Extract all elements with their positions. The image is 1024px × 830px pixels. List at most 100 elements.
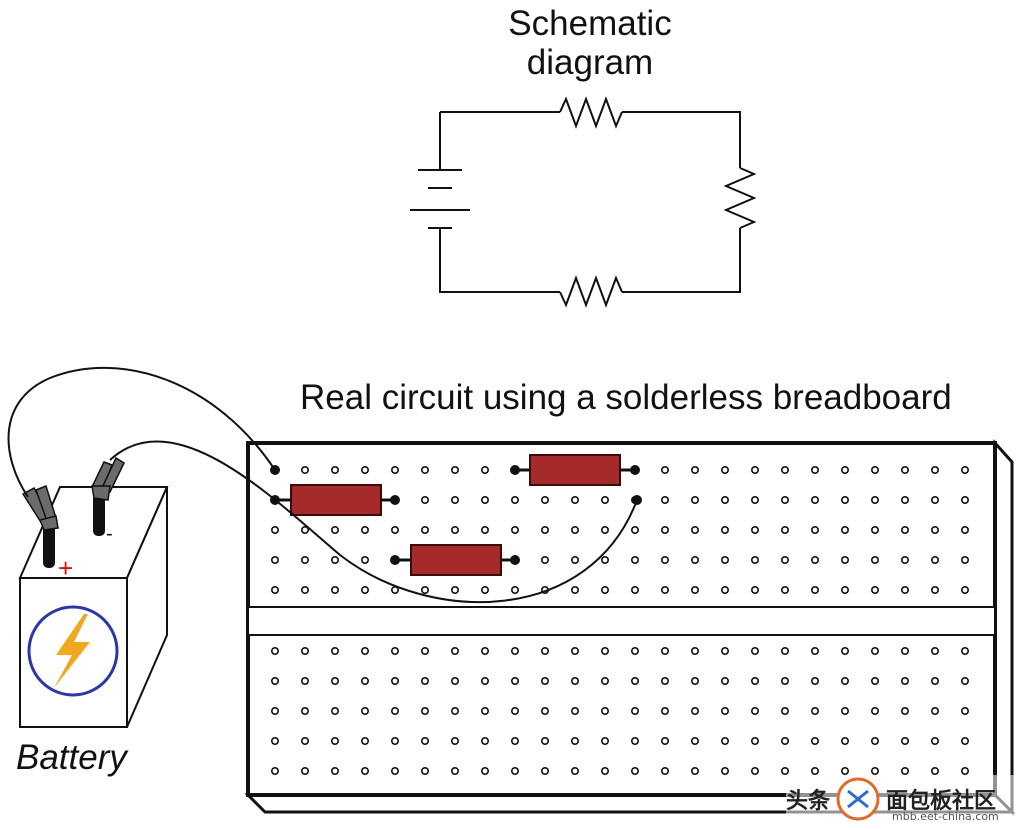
breadboard-hole <box>570 525 579 534</box>
wire-negative <box>109 440 638 604</box>
breadboard-hole <box>630 555 639 564</box>
breadboard-hole <box>750 465 759 474</box>
breadboard-hole <box>690 495 699 504</box>
breadboard-hole <box>300 676 309 685</box>
breadboard <box>244 439 1016 816</box>
breadboard-hole <box>900 706 909 715</box>
breadboard-hole <box>570 646 579 655</box>
breadboard-hole <box>870 495 879 504</box>
breadboard-hole <box>390 706 399 715</box>
breadboard-hole <box>360 706 369 715</box>
breadboard-hole <box>900 585 909 594</box>
breadboard-hole <box>930 766 939 775</box>
breadboard-hole <box>780 766 789 775</box>
breadboard-hole <box>930 555 939 564</box>
breadboard-hole <box>660 646 669 655</box>
watermark-text-left: 头条 <box>786 789 831 814</box>
breadboard-hole <box>750 766 759 775</box>
breadboard-hole <box>660 736 669 745</box>
breadboard-hole <box>870 555 879 564</box>
breadboard-hole <box>780 646 789 655</box>
breadboard-hole <box>570 766 579 775</box>
breadboard-hole <box>840 736 849 745</box>
breadboard-hole <box>960 736 969 745</box>
breadboard-hole <box>870 646 879 655</box>
breadboard-holes <box>270 465 969 775</box>
breadboard-hole <box>360 646 369 655</box>
breadboard-hole <box>960 465 969 474</box>
breadboard-hole <box>930 525 939 534</box>
breadboard-title: Real circuit using a solderless breadboa… <box>300 378 952 417</box>
breadboard-hole <box>600 525 609 534</box>
breadboard-hole <box>420 736 429 745</box>
breadboard-hole <box>960 646 969 655</box>
breadboard-hole <box>780 495 789 504</box>
breadboard-hole <box>870 465 879 474</box>
breadboard-hole <box>660 555 669 564</box>
watermark-text-right: 面包板社区 <box>886 789 997 814</box>
breadboard-hole <box>420 766 429 775</box>
breadboard-hole <box>900 646 909 655</box>
breadboard-hole <box>810 555 819 564</box>
schematic-resistor-top <box>559 96 623 129</box>
breadboard-hole <box>690 525 699 534</box>
watermark-logo-icon <box>836 777 880 821</box>
breadboard-hole <box>330 585 339 594</box>
breadboard-hole <box>870 736 879 745</box>
battery-label: Battery <box>16 738 127 777</box>
breadboard-hole <box>540 525 549 534</box>
breadboard-hole <box>330 465 339 474</box>
breadboard-hole <box>420 706 429 715</box>
breadboard-hole <box>270 585 279 594</box>
breadboard-hole <box>420 495 429 504</box>
breadboard-hole <box>450 585 459 594</box>
breadboard-hole <box>840 706 849 715</box>
battery: + - <box>18 456 169 728</box>
breadboard-hole <box>270 525 279 534</box>
breadboard-hole <box>390 646 399 655</box>
breadboard-hole <box>330 706 339 715</box>
breadboard-hole <box>450 706 459 715</box>
breadboard-hole <box>570 676 579 685</box>
breadboard-hole <box>600 766 609 775</box>
breadboard-hole <box>690 676 699 685</box>
resistor-lead-end <box>510 465 520 475</box>
breadboard-hole <box>360 736 369 745</box>
breadboard-hole <box>450 766 459 775</box>
breadboard-hole <box>420 525 429 534</box>
breadboard-hole <box>840 646 849 655</box>
breadboard-hole <box>720 676 729 685</box>
breadboard-hole <box>660 495 669 504</box>
breadboard-hole <box>510 585 519 594</box>
breadboard-hole <box>750 585 759 594</box>
breadboard-hole <box>750 525 759 534</box>
breadboard-hole <box>330 555 339 564</box>
breadboard-hole <box>960 555 969 564</box>
breadboard-hole <box>600 706 609 715</box>
breadboard-hole <box>510 495 519 504</box>
breadboard-hole <box>930 465 939 474</box>
breadboard-hole <box>510 766 519 775</box>
resistor-lead-end <box>510 555 520 565</box>
breadboard-center-channel <box>247 606 996 636</box>
breadboard-hole <box>870 676 879 685</box>
breadboard-hole <box>480 706 489 715</box>
breadboard-hole <box>600 555 609 564</box>
breadboard-hole <box>540 646 549 655</box>
schematic-wire <box>439 228 560 293</box>
breadboard-hole <box>870 706 879 715</box>
breadboard-hole <box>960 525 969 534</box>
breadboard-hole <box>360 766 369 775</box>
breadboard-hole <box>840 676 849 685</box>
breadboard-hole <box>300 525 309 534</box>
breadboard-hole <box>300 465 309 474</box>
breadboard-hole <box>660 585 669 594</box>
battery-positive-symbol: + <box>58 553 73 583</box>
breadboard-hole <box>960 495 969 504</box>
breadboard-hole <box>420 585 429 594</box>
breadboard-hole <box>600 676 609 685</box>
breadboard-hole <box>660 525 669 534</box>
breadboard-hole <box>600 646 609 655</box>
breadboard-hole <box>570 495 579 504</box>
breadboard-hole <box>720 736 729 745</box>
